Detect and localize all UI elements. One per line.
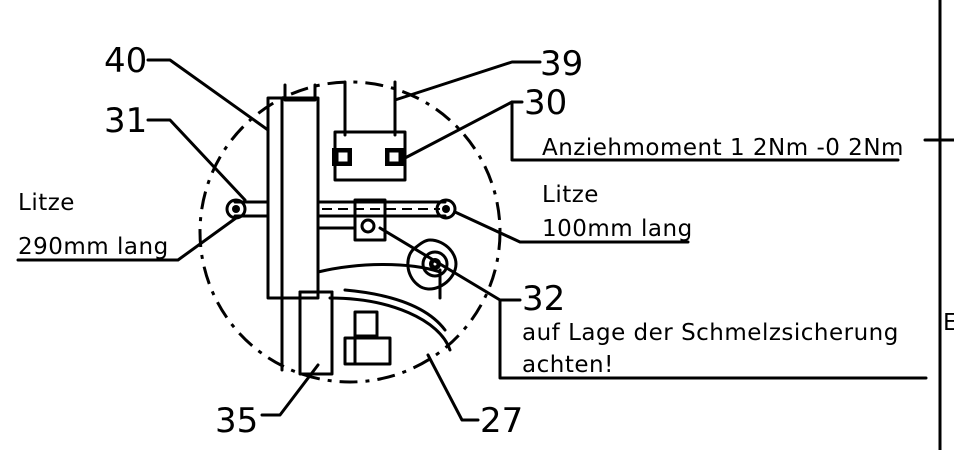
torque-note: Anziehmoment 1 2Nm -0 2Nm xyxy=(542,135,904,161)
callout-30: 30 xyxy=(524,83,567,123)
drawing-frame xyxy=(923,0,954,450)
fuse-note-line2: achten! xyxy=(522,352,614,378)
fuse-note-line1: auf Lage der Schmelzsicherung xyxy=(522,320,899,346)
litze-left-label: Litze xyxy=(18,190,75,216)
callout-40: 40 xyxy=(104,41,147,81)
litze-right-length: 100mm lang xyxy=(542,216,693,242)
litze-right-label: Litze xyxy=(542,182,599,208)
callout-27: 27 xyxy=(480,401,523,441)
assembly-geometry xyxy=(225,80,458,376)
litze-left-length: 290mm lang xyxy=(18,234,169,260)
callout-32: 32 xyxy=(522,279,565,319)
callout-31: 31 xyxy=(104,101,147,141)
callout-35: 35 xyxy=(215,401,258,441)
frame-edge-letter: E xyxy=(943,310,954,336)
leader-lines xyxy=(16,58,928,422)
callout-39: 39 xyxy=(540,44,583,84)
